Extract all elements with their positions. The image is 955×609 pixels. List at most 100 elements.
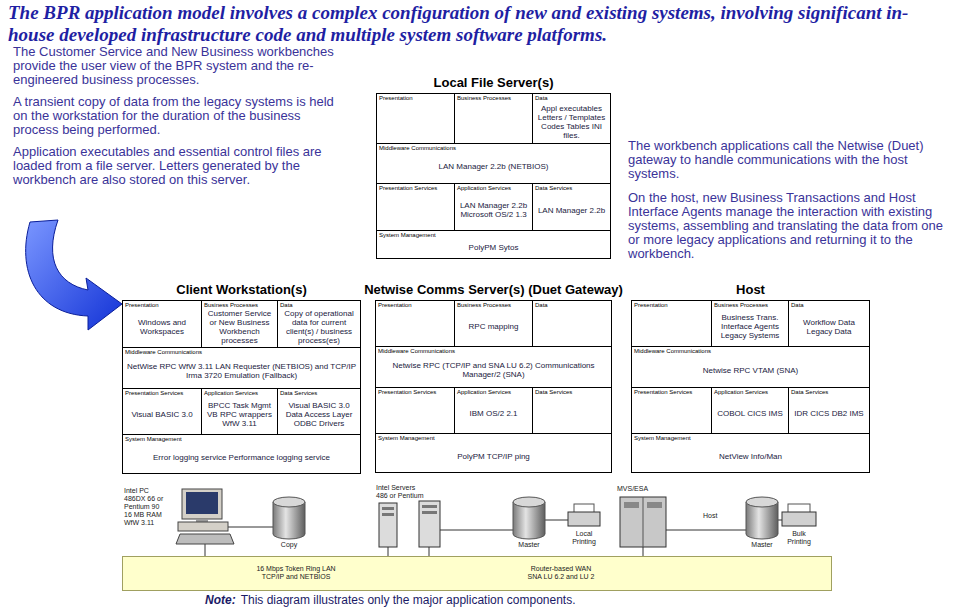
cell-content: Workflow Data Legacy Data	[791, 318, 867, 336]
disk-drum-top	[746, 497, 778, 507]
table-cell: Middleware CommunicationsLAN Manager 2.2…	[377, 144, 610, 183]
network-wire	[778, 520, 782, 521]
mainframe-cabinet	[620, 497, 666, 547]
printer-label: Bulk Printing	[782, 530, 816, 546]
cell-label: Data	[791, 302, 867, 309]
network-label: Router-based WAN SNA LU 6.2 and LU 2	[525, 565, 597, 581]
cell-label: Data	[280, 302, 358, 309]
cell-content: Copy of operational data for current cli…	[280, 309, 358, 345]
disk-drum	[273, 502, 305, 539]
note-heading: Note:	[205, 594, 236, 607]
cell-content: Customer Service or New Business Workben…	[204, 309, 275, 345]
explanatory-note: The workbench applications call the Netw…	[628, 139, 950, 181]
pc-monitor	[182, 489, 222, 519]
storage-label: Copy	[269, 541, 309, 549]
cell-label: System Management	[378, 435, 609, 442]
storage-label: Master	[509, 541, 549, 549]
server-drive	[422, 505, 437, 508]
table-cell: Presentation	[632, 301, 711, 346]
cell-label: Middleware Communications	[125, 349, 358, 356]
cell-content: BPCC Task Mgmt VB RPC wrappers WfW 3.11	[204, 401, 275, 428]
cell-label: Business Processes	[457, 95, 530, 102]
cell-content: Visual BASIC 3.0	[125, 410, 199, 419]
disk-drum	[746, 502, 778, 539]
pc-system-unit	[178, 522, 228, 531]
table-cell: Application ServicesBPCC Task Mgmt VB RP…	[202, 389, 277, 434]
table-cell: Presentation	[377, 94, 454, 143]
table-cell: Business ProcessesRPC mapping	[455, 301, 532, 346]
network-wire	[643, 547, 644, 556]
network-label: 16 Mbps Token Ring LAN TCP/IP and NETBIO…	[250, 565, 342, 581]
table-cell: PresentationWindows and Workspaces	[123, 301, 201, 347]
cell-content: COBOL CICS IMS	[714, 409, 786, 418]
table-heading: Local File Server(s)	[434, 75, 554, 90]
table-cell: Presentation ServicesVisual BASIC 3.0	[123, 389, 201, 434]
cell-content: IBM OS/2 2.1	[457, 409, 530, 418]
network-wire	[440, 530, 513, 531]
cell-label: Presentation	[634, 302, 709, 309]
table-cell: DataAppl executables Letters / Templates…	[533, 94, 610, 143]
cell-label: Data Services	[791, 389, 867, 396]
cell-content: LAN Manager 2.2b Microsoft OS/2 1.3	[457, 201, 530, 219]
server-drive	[422, 511, 437, 514]
printer-body	[568, 512, 600, 526]
cell-label: System Management	[125, 436, 358, 443]
table-cell: Middleware CommunicationsNetwise RPC (TC…	[376, 347, 611, 387]
table-cell: System ManagementError logging service P…	[123, 435, 360, 473]
mainframe-panel	[624, 502, 639, 508]
table-cell: Business ProcessesCustomer Service or Ne…	[202, 301, 277, 347]
table-cell: Business ProcessesBusiness Trans. Interf…	[712, 301, 788, 346]
table-cell: Data ServicesVisual BASIC 3.0 Data Acces…	[278, 389, 360, 434]
network-band: 16 Mbps Token Ring LAN TCP/IP and NETBIO…	[122, 556, 832, 591]
table-cell: Application ServicesCOBOL CICS IMS	[712, 388, 788, 433]
network-wire	[228, 527, 273, 528]
disk-drum-top	[273, 497, 305, 507]
cell-content: NetView Info/Man	[634, 452, 867, 461]
cell-content: Business Trans. Interface Agents Legacy …	[714, 313, 786, 340]
table-cell: Presentation Services	[376, 388, 454, 433]
cell-label: Presentation Services	[379, 185, 452, 192]
disk-drum	[513, 502, 545, 539]
table-cell: Presentation Services	[377, 184, 454, 230]
cell-content: Netwise RPC VTAM (SNA)	[634, 366, 867, 375]
explanatory-note: On the host, new Business Transactions a…	[628, 191, 950, 261]
table-cell: Data ServicesLAN Manager 2.2b	[533, 184, 610, 230]
table-cell: Application ServicesIBM OS/2 2.1	[455, 388, 532, 433]
storage-label: Master	[742, 541, 782, 549]
network-wire	[429, 547, 430, 556]
server-tower	[379, 503, 397, 547]
table-cell: Application ServicesLAN Manager 2.2b Mic…	[455, 184, 532, 230]
cell-content: Netwise RPC (TCP/IP and SNA LU 6.2) Comm…	[378, 361, 609, 379]
disk-drum-top	[513, 497, 545, 507]
cell-content: Windows and Workspaces	[125, 318, 199, 336]
cell-content: IDR CICS DB2 IMS	[791, 409, 867, 418]
cell-content: PolyPM TCP/IP ping	[378, 452, 609, 461]
hardware-label: Intel PC 486DX 66 or Pentium 90 16 MB RA…	[124, 487, 169, 527]
hardware-label: MVS/ESA	[617, 485, 667, 493]
cell-label: System Management	[634, 435, 867, 442]
table-heading: Netwise Comms Server(s) (Duet Gateway)	[364, 282, 623, 297]
cell-label: Application Services	[204, 390, 275, 397]
cell-label: Middleware Communications	[379, 145, 608, 152]
printer-body	[782, 512, 816, 526]
table-cell: Data	[533, 301, 611, 346]
cell-label: Middleware Communications	[634, 348, 867, 355]
hardware-label: Intel Servers 486 or Pentium	[376, 484, 426, 500]
network-wire	[545, 520, 568, 521]
cell-content: NetWise RPC WfW 3.11 LAN Requester (NETB…	[125, 362, 358, 380]
cell-label: Application Services	[714, 389, 786, 396]
mainframe-panel	[647, 502, 662, 508]
table-heading: Client Workstation(s)	[176, 282, 307, 297]
cell-label: Business Processes	[457, 302, 530, 309]
table-cell: Data Services	[533, 388, 611, 433]
cell-label: Presentation	[378, 302, 452, 309]
table-cell: DataWorkflow Data Legacy Data	[789, 301, 869, 346]
table-heading: Host	[736, 282, 765, 297]
table-cell: Presentation Services	[632, 388, 711, 433]
cell-label: Data	[535, 95, 608, 102]
cell-label: Data Services	[535, 185, 608, 192]
server-drive	[382, 507, 394, 510]
pc-keyboard	[176, 534, 234, 544]
cell-label: Data Services	[535, 389, 609, 396]
